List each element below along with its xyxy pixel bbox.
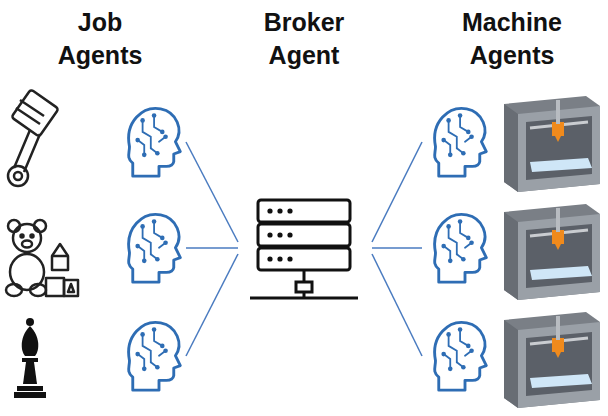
teddy-blocks-icon: [6, 220, 78, 296]
printer-icon: [504, 96, 600, 192]
agent-head-icon: [129, 215, 181, 283]
column-heading: Broker Agent: [243, 6, 365, 71]
column-heading: Machine Agents: [446, 6, 578, 71]
printer-icon: [504, 204, 600, 300]
server-icon: [250, 200, 358, 298]
agent-head-icon: [129, 109, 181, 177]
piston-icon: [8, 89, 59, 186]
agent-head-icon: [129, 323, 181, 391]
bishop-icon: [14, 318, 46, 398]
agent-head-icon: [435, 109, 487, 177]
agent-head-icon: [435, 215, 487, 283]
agent-head-icon: [435, 323, 487, 391]
connector-lines: [186, 142, 422, 356]
column-heading: Job Agents: [50, 6, 150, 71]
printer-icon: [504, 312, 600, 408]
server-dots: [267, 208, 292, 261]
